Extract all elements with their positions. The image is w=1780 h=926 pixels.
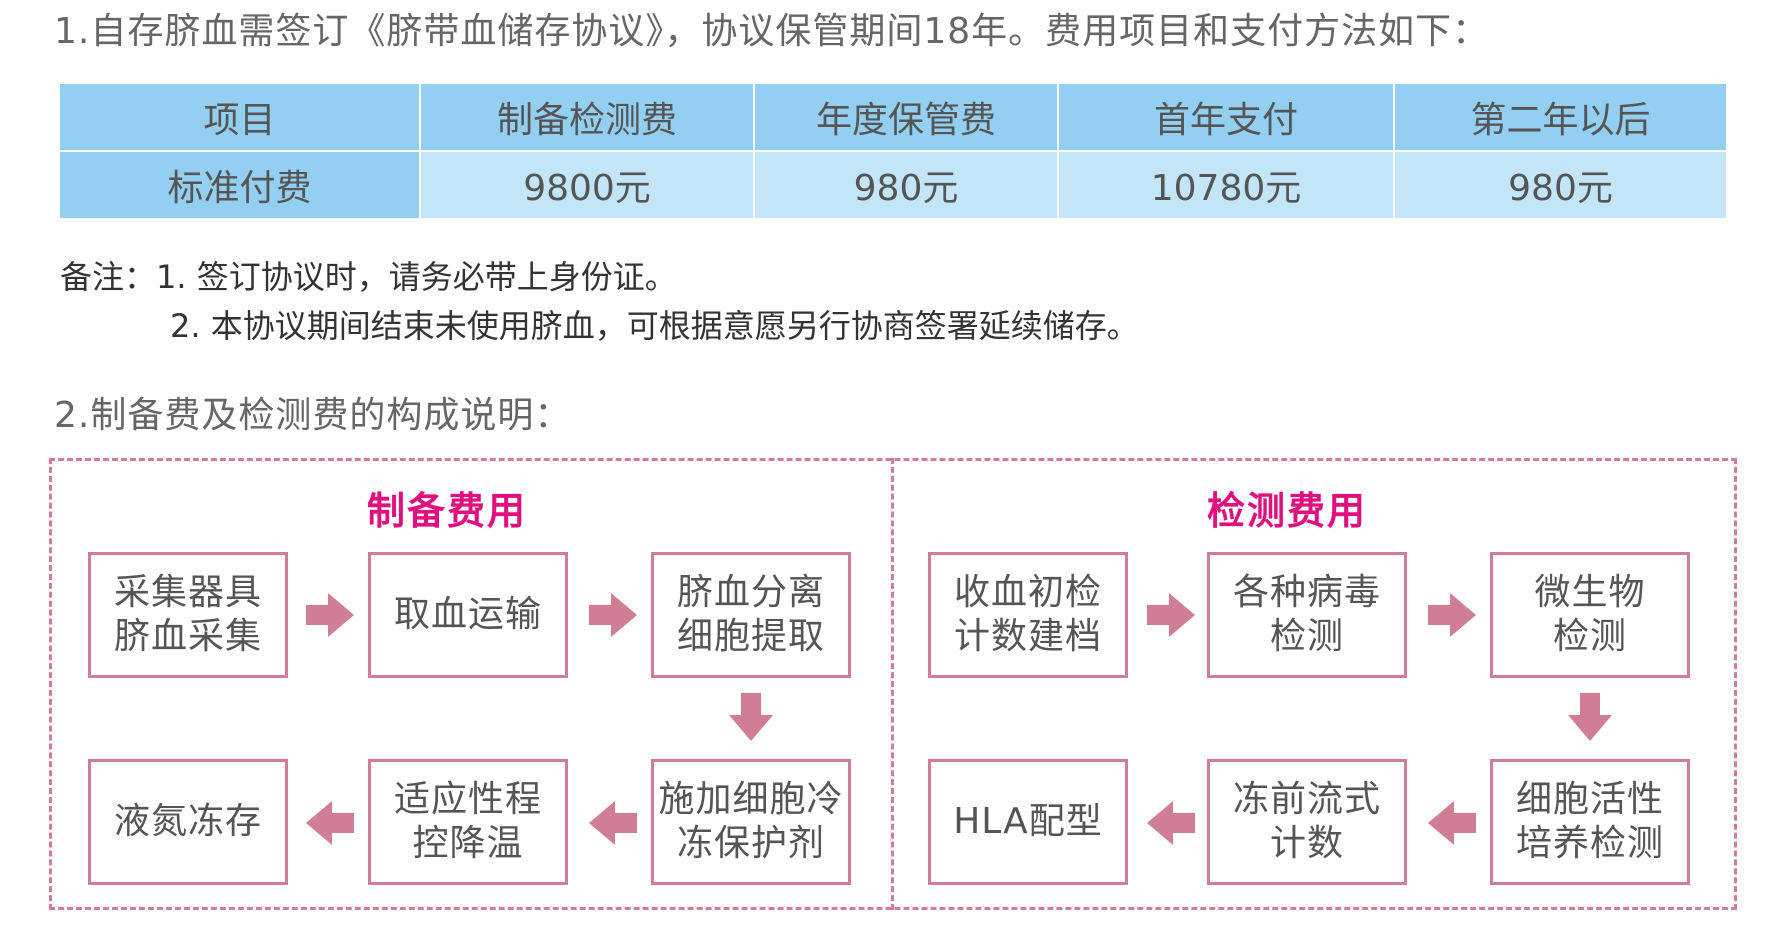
arrow-right-icon bbox=[589, 591, 637, 639]
header-cell-after-second-year: 第二年以后 bbox=[1393, 84, 1726, 151]
section-1-title: 1.自存脐血需签订《脐带血储存协议》，协议保管期间18年。费用项目和支付方法如下… bbox=[54, 11, 1490, 52]
fee-table-header-row: 项目 制备检测费 年度保管费 首年支付 第二年以后 bbox=[60, 84, 1726, 151]
test-group-title: 检测费用 bbox=[1207, 489, 1368, 533]
test-step-label: 收血初检 计数建档 bbox=[953, 572, 1102, 657]
arrow-right-icon bbox=[306, 591, 354, 639]
section-2-title: 2.制备费及检测费的构成说明： bbox=[54, 395, 572, 436]
cell-first-year: 10780元 bbox=[1057, 150, 1394, 218]
row-label: 标准付费 bbox=[60, 150, 420, 218]
test-step-label: 各种病毒 检测 bbox=[1232, 572, 1381, 657]
flow-divider bbox=[891, 458, 894, 910]
fee-table-row: 标准付费 9800元 980元 10780元 980元 bbox=[60, 150, 1726, 218]
prep-step-label: 采集器具 脐血采集 bbox=[113, 572, 262, 657]
prep-step-label: 适应性程 控降温 bbox=[393, 779, 542, 864]
test-step-label: HLA配型 bbox=[953, 801, 1103, 842]
note-line-1: 备注：1. 签订协议时，请务必带上身份证。 bbox=[60, 258, 677, 296]
fee-table: 项目 制备检测费 年度保管费 首年支付 第二年以后 标准付费 9800元 980… bbox=[60, 84, 1726, 218]
test-step-hla: HLA配型 bbox=[928, 759, 1128, 885]
test-step-label: 冻前流式 计数 bbox=[1232, 779, 1381, 864]
prep-step-collection: 采集器具 脐血采集 bbox=[88, 552, 288, 678]
prep-group-title: 制备费用 bbox=[367, 489, 528, 533]
test-step-flow-count: 冻前流式 计数 bbox=[1207, 759, 1407, 885]
arrow-right-icon bbox=[1147, 591, 1195, 639]
header-cell-annual-fee: 年度保管费 bbox=[753, 84, 1058, 151]
prep-step-liquid-nitrogen: 液氮冻存 bbox=[88, 759, 288, 885]
prep-step-cryoprotectant: 施加细胞冷 冻保护剂 bbox=[651, 759, 851, 885]
test-step-label: 微生物 检测 bbox=[1534, 572, 1646, 657]
arrow-right-icon bbox=[1428, 591, 1476, 639]
prep-step-label: 施加细胞冷 冻保护剂 bbox=[658, 779, 844, 864]
cell-annual-fee: 980元 bbox=[753, 150, 1058, 218]
test-step-virus: 各种病毒 检测 bbox=[1207, 552, 1407, 678]
arrow-left-icon bbox=[589, 799, 637, 847]
arrow-left-icon bbox=[1428, 799, 1476, 847]
test-step-label: 细胞活性 培养检测 bbox=[1515, 779, 1664, 864]
cell-prep-fee: 9800元 bbox=[419, 150, 754, 218]
arrow-left-icon bbox=[306, 799, 354, 847]
arrow-down-icon bbox=[1566, 693, 1614, 741]
prep-step-label: 脐血分离 细胞提取 bbox=[676, 572, 825, 657]
prep-step-transport: 取血运输 bbox=[368, 552, 568, 678]
test-step-microbe: 微生物 检测 bbox=[1490, 552, 1690, 678]
prep-step-label: 取血运输 bbox=[393, 594, 542, 635]
header-cell-first-year: 首年支付 bbox=[1057, 84, 1394, 151]
arrow-left-icon bbox=[1147, 799, 1195, 847]
prep-step-label: 液氮冻存 bbox=[113, 801, 262, 842]
arrow-down-icon bbox=[727, 693, 775, 741]
header-cell-item: 项目 bbox=[60, 84, 420, 151]
header-cell-prep-fee: 制备检测费 bbox=[419, 84, 754, 151]
note-line-2: 2. 本协议期间结束未使用脐血，可根据意愿另行协商签署延续储存。 bbox=[170, 307, 1139, 345]
test-step-intake: 收血初检 计数建档 bbox=[928, 552, 1128, 678]
cell-after-second-year: 980元 bbox=[1393, 150, 1726, 218]
test-step-viability: 细胞活性 培养检测 bbox=[1490, 759, 1690, 885]
prep-step-controlled-cooling: 适应性程 控降温 bbox=[368, 759, 568, 885]
prep-step-separation: 脐血分离 细胞提取 bbox=[651, 552, 851, 678]
